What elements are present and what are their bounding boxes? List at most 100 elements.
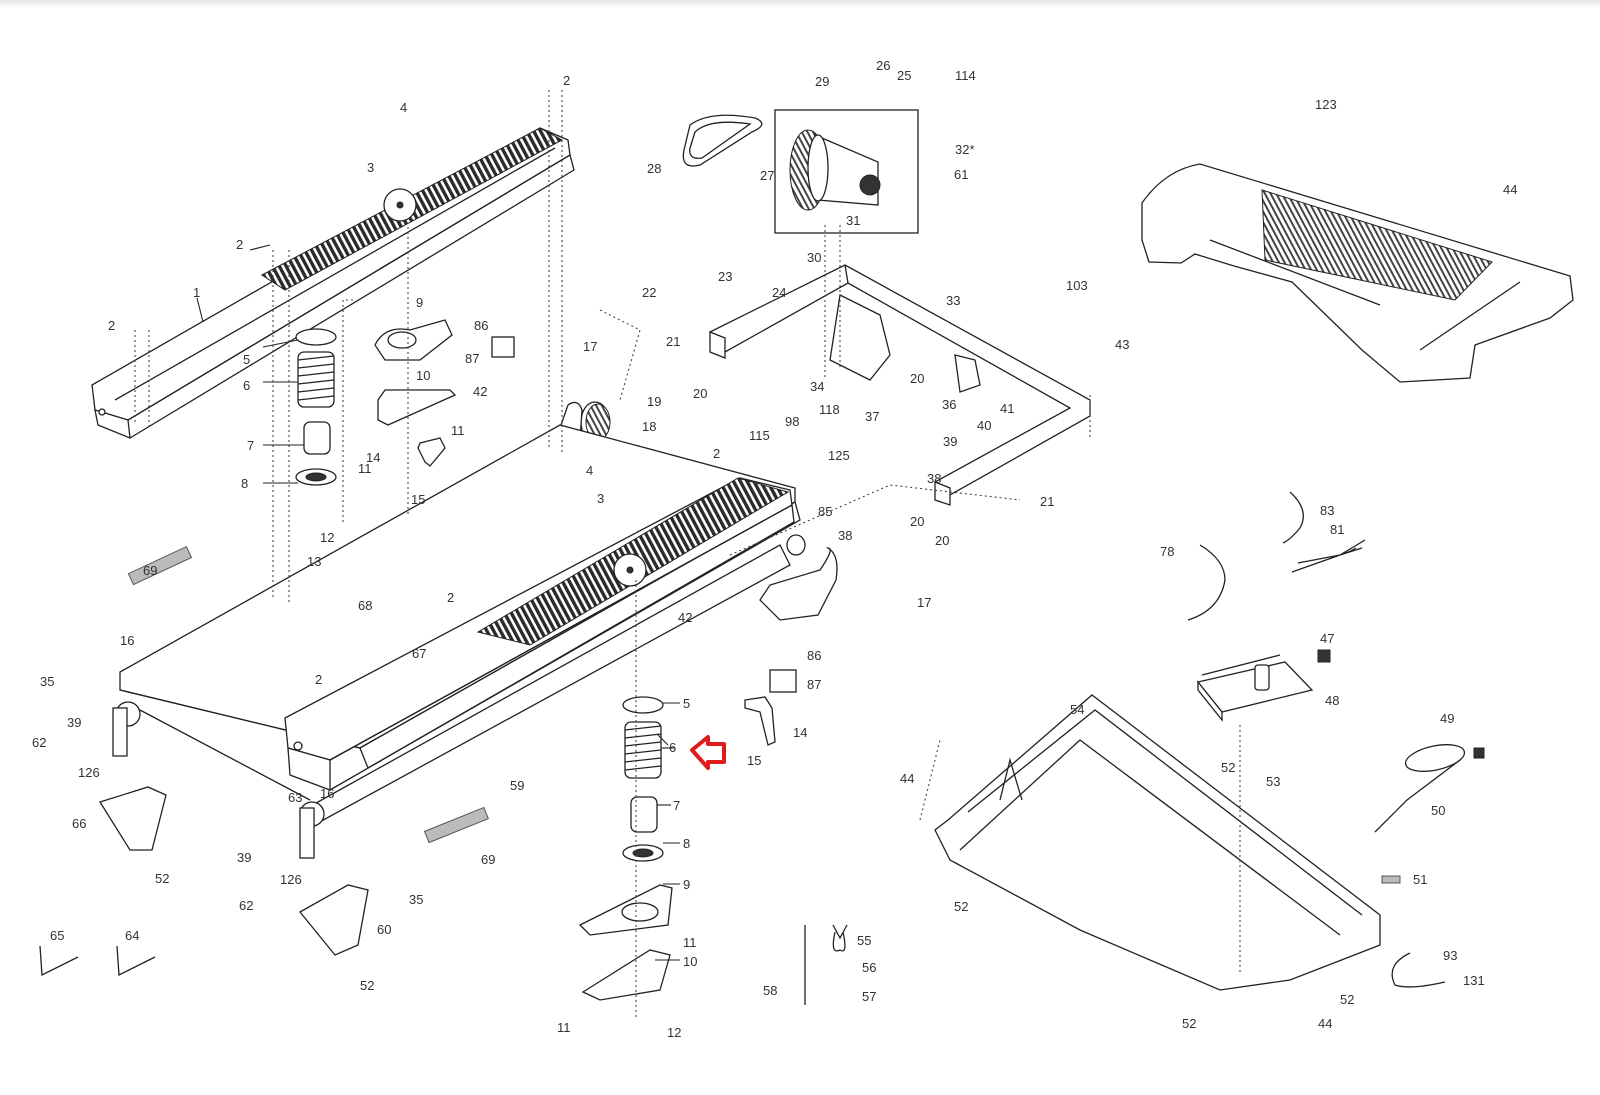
callout-3: 3 (597, 491, 604, 506)
callout-24: 24 (772, 285, 786, 300)
callout-52: 52 (954, 899, 968, 914)
callout-16: 16 (320, 786, 334, 801)
callout-23: 23 (718, 269, 732, 284)
callout-30: 30 (807, 250, 821, 265)
callout-41: 41 (1000, 401, 1014, 416)
highlight-arrow-icon (690, 735, 726, 770)
callout-13: 13 (307, 554, 321, 569)
callout-40: 40 (977, 418, 991, 433)
callout-69: 69 (481, 852, 495, 867)
callout-27: 27 (760, 168, 774, 183)
callout-labels: 1 2 2 2 2 2 2 3 3 4 4 5 5 6 6 7 7 8 8 9 … (32, 58, 1517, 1040)
part-28-drive-belt (682, 114, 763, 167)
callout-65: 65 (50, 928, 64, 943)
callout-50: 50 (1431, 803, 1445, 818)
callout-62: 62 (239, 898, 253, 913)
callout-20: 20 (910, 514, 924, 529)
callout-125: 125 (828, 448, 850, 463)
center-shock-assembly (578, 696, 673, 1001)
callout-11: 11 (683, 935, 697, 950)
callout-11: 11 (358, 461, 372, 476)
part-69-panel-lower (423, 806, 489, 844)
part-68-deck-and-frame (119, 424, 801, 831)
part-78-cable (1187, 544, 1226, 621)
callout-2: 2 (315, 672, 322, 687)
callout-69: 69 (143, 563, 157, 578)
callout-52: 52 (360, 978, 374, 993)
callout-114: 114 (955, 68, 976, 83)
callout-21: 21 (1040, 494, 1054, 509)
callout-12: 12 (667, 1025, 681, 1040)
callout-39: 39 (943, 434, 957, 449)
part-87-block-upper (491, 336, 515, 358)
callout-32: 32* (955, 142, 975, 157)
part-14-bracket-upper (417, 437, 446, 467)
callout-52: 52 (1182, 1016, 1196, 1031)
callout-44: 44 (1503, 182, 1517, 197)
callout-37: 37 (865, 409, 879, 424)
part-55-clip (832, 924, 848, 952)
callout-38: 38 (927, 471, 941, 486)
callout-14: 14 (366, 450, 380, 465)
part-60-right-foot (299, 884, 369, 956)
callout-51: 51 (1413, 872, 1427, 887)
callout-54: 54 (1070, 702, 1084, 717)
callout-118: 118 (819, 402, 840, 417)
callout-35: 35 (409, 892, 423, 907)
callout-44: 44 (900, 771, 914, 786)
callout-85: 85 (818, 504, 832, 519)
callout-48: 48 (1325, 693, 1339, 708)
callout-39: 39 (237, 850, 251, 865)
callout-56: 56 (862, 960, 876, 975)
part-66-left-foot (99, 786, 167, 851)
callout-3: 3 (367, 160, 374, 175)
callout-2: 2 (447, 590, 454, 605)
callout-2: 2 (108, 318, 115, 333)
callout-21: 21 (666, 334, 680, 349)
callout-5: 5 (683, 696, 690, 711)
part-9-bracket-upper (374, 319, 453, 361)
callout-14: 14 (793, 725, 807, 740)
callout-53: 53 (1266, 774, 1280, 789)
callout-49: 49 (1440, 711, 1454, 726)
part-6-spring-highlighted (624, 721, 662, 779)
callout-93: 93 (1443, 948, 1457, 963)
callout-9: 9 (683, 877, 690, 892)
part-10-plate-upper (377, 389, 457, 426)
part-51-label (1381, 875, 1401, 884)
callout-123: 123 (1315, 97, 1337, 112)
part-63-rear-bracket (299, 801, 325, 859)
motor-detail-box (774, 109, 919, 234)
callout-39: 39 (67, 715, 81, 730)
left-rear-bracket (112, 701, 141, 757)
callout-28: 28 (647, 161, 661, 176)
callout-126: 126 (78, 765, 100, 780)
callout-7: 7 (673, 798, 680, 813)
callout-62: 62 (32, 735, 46, 750)
callout-8: 8 (241, 476, 248, 491)
callout-16: 16 (120, 633, 134, 648)
part-47-switch (1317, 649, 1331, 663)
left-shock-assembly (295, 328, 337, 486)
callout-83: 83 (1320, 503, 1334, 518)
part-123-motor-hood (1141, 163, 1574, 383)
callout-42: 42 (678, 610, 692, 625)
callout-20: 20 (910, 371, 924, 386)
callout-115: 115 (749, 428, 770, 443)
callout-60: 60 (377, 922, 391, 937)
part-131-cable (1391, 952, 1446, 988)
callout-103: 103 (1066, 278, 1088, 293)
callout-43: 43 (1115, 337, 1129, 352)
callout-63: 63 (288, 790, 302, 805)
callout-7: 7 (247, 438, 254, 453)
callout-67: 67 (412, 646, 426, 661)
callout-44: 44 (1318, 1016, 1332, 1031)
callout-36: 36 (942, 397, 956, 412)
incline-arm (759, 534, 838, 621)
part-64-rod (116, 945, 156, 977)
callout-87: 87 (807, 677, 821, 692)
callout-12: 12 (320, 530, 334, 545)
callout-4: 4 (400, 100, 407, 115)
callout-5: 5 (243, 352, 250, 367)
